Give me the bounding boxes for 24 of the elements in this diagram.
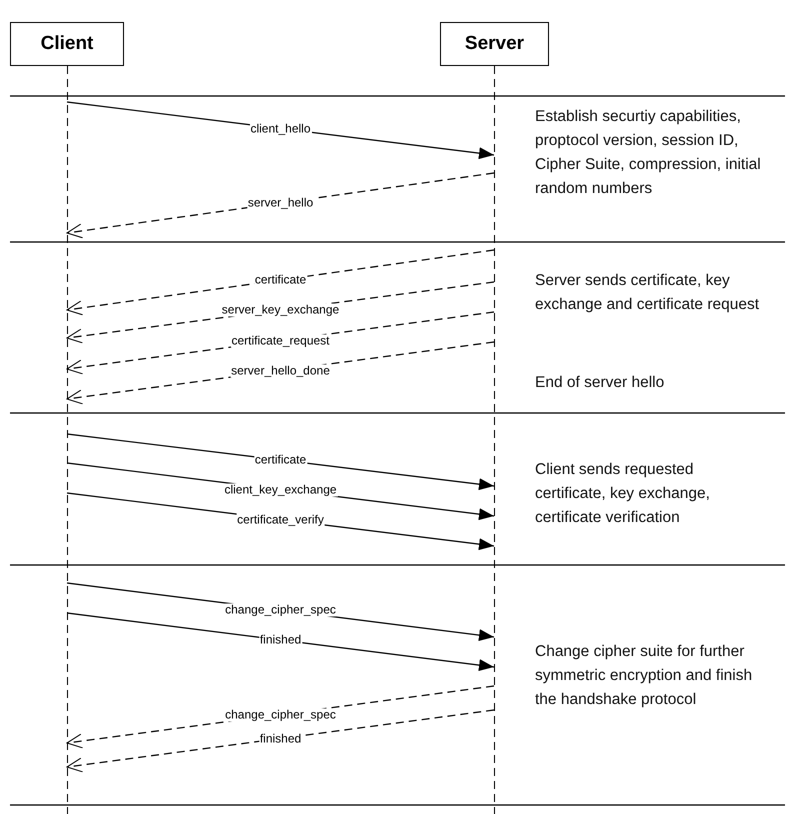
lifeline: [494, 66, 495, 814]
edge-label: server_hello_done: [230, 364, 331, 377]
step-description: Change cipher suite for further symmetric encryption and finish the handshake protocol: [535, 642, 754, 710]
step-description: Establish securtiy capabilities, proptocol version, session ID, Cipher Suite, compression, initial random numbers: [535, 107, 762, 199]
edge-label: certificate_verify: [236, 513, 325, 526]
return-message-arrow: [66, 709, 494, 772]
edge-label: finished: [258, 732, 302, 745]
edge-label: change_cipher_spec: [224, 604, 337, 616]
edge-label: certificate_request: [230, 334, 331, 347]
edge-label: change_cipher_spec: [224, 708, 337, 721]
edge-label: client_key_exchange: [223, 483, 338, 496]
message-arrow: [66, 612, 494, 672]
edge-label: server_hello: [246, 196, 314, 210]
step-description: End of server hello: [535, 373, 666, 393]
edge-label: client_hello: [249, 122, 312, 135]
step-description: Server sends certificate, key exchange and certificate request: [535, 271, 760, 315]
participant-box: Server: [440, 22, 549, 66]
step-description: Client sends requested certificate, key exchange, certificate verification: [535, 460, 711, 528]
lifeline: [67, 66, 68, 814]
edge-label: certificate: [254, 454, 308, 466]
edge-label: finished: [258, 634, 302, 646]
edge-label: certificate: [254, 274, 308, 286]
participant-box: Client: [10, 22, 124, 66]
edge-label: server_key_exchange: [220, 304, 340, 316]
